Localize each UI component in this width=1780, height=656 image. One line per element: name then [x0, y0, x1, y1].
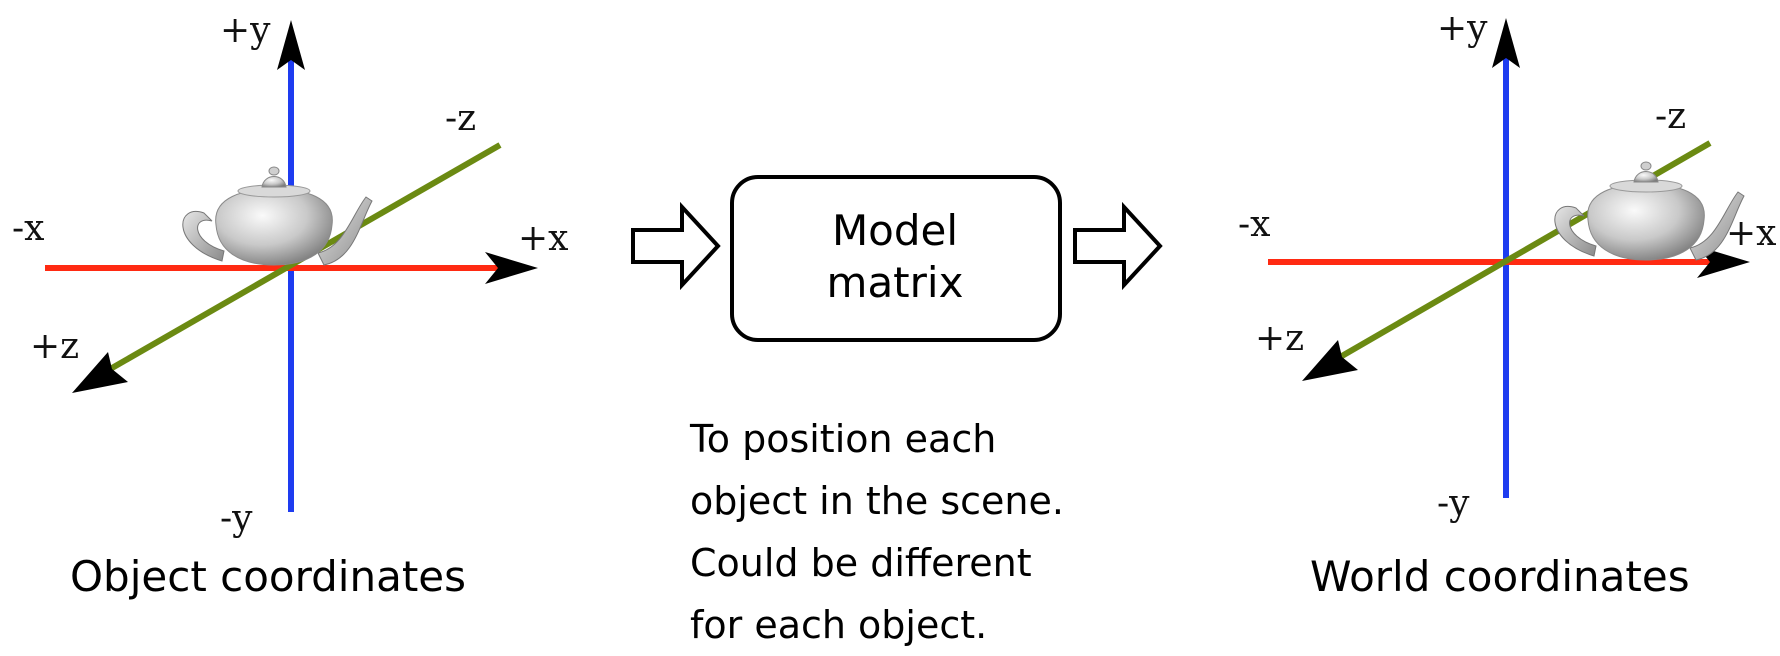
teapot-icon — [1554, 161, 1745, 261]
left-minus-z-label: -z — [445, 98, 476, 139]
right-plus-x-label: +x — [1726, 213, 1776, 254]
world-coordinates-caption: World coordinates — [1310, 552, 1690, 601]
left-plus-z-label: +z — [30, 326, 79, 367]
teapot-icon — [182, 166, 373, 266]
note-line: Could be different — [690, 541, 1032, 585]
model-matrix-label-line1: Model — [831, 206, 959, 255]
transform-flow — [631, 175, 1163, 342]
right-minus-x-label: -x — [1238, 204, 1270, 245]
hollow-right-arrow-icon — [631, 201, 721, 291]
left-minus-y-label: -y — [220, 498, 253, 539]
model-matrix-label-line2: matrix — [826, 258, 964, 307]
left-x-arrowhead — [485, 252, 538, 284]
note-line: object in the scene. — [690, 479, 1064, 523]
right-minus-z-label: -z — [1655, 96, 1686, 137]
model-matrix-box — [730, 175, 1062, 342]
right-plus-y-label: +y — [1437, 8, 1488, 49]
object-coordinates-caption: Object coordinates — [70, 552, 467, 601]
left-plus-x-label: +x — [518, 218, 568, 259]
left-y-arrowhead — [277, 20, 305, 70]
right-y-arrowhead — [1492, 18, 1520, 68]
left-plus-y-label: +y — [220, 10, 271, 51]
model-matrix-label: Model matrix — [730, 205, 1060, 309]
left-z-arrowhead — [72, 352, 128, 393]
right-plus-z-label: +z — [1255, 318, 1304, 359]
note-line: for each object. — [690, 603, 988, 647]
model-matrix-note: To position each object in the scene. Co… — [690, 408, 1130, 656]
hollow-right-arrow-icon — [1073, 201, 1163, 291]
world-coordinates-diagram: +y -y -x +x -z +z — [1238, 8, 1776, 524]
right-z-arrowhead — [1302, 340, 1358, 381]
left-minus-x-label: -x — [12, 208, 44, 249]
object-coordinates-diagram: +y -y -x +x -z +z — [12, 10, 568, 539]
note-line: To position each — [690, 417, 997, 461]
right-minus-y-label: -y — [1437, 483, 1470, 524]
